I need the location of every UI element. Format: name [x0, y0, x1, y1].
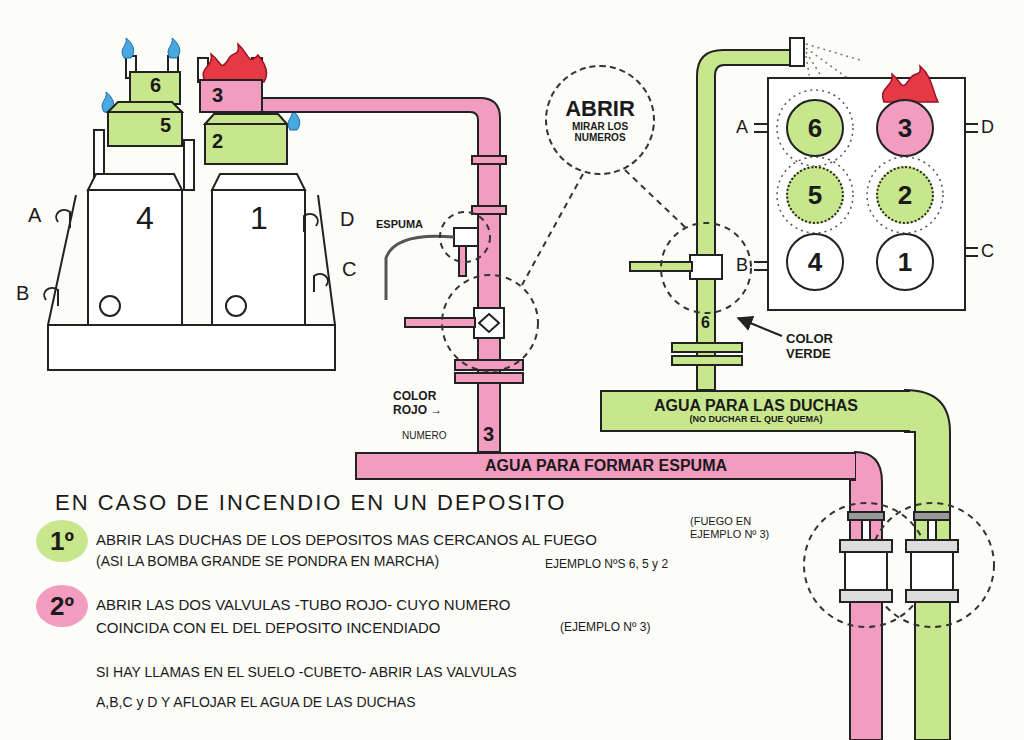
example-note: (EJEMPLO Nº 3)	[560, 621, 650, 635]
callout-circles	[440, 170, 994, 627]
note-label: COLOR ROJO →	[393, 390, 457, 418]
shower-pipe	[630, 38, 950, 740]
tank-number: 3	[212, 84, 223, 107]
tank-circle: 1	[876, 233, 934, 291]
main-valves	[840, 512, 958, 602]
valve-letter: A	[28, 204, 41, 227]
node-text: ABRIR	[565, 97, 635, 121]
instruction-text: COINCIDA CON EL DEL DEPOSITO INCENDIADO	[96, 619, 441, 636]
instruction-text: A,B,C y D Y AFLOJAR EL AGUA DE LAS DUCHA…	[96, 694, 416, 710]
node-text: 1º	[50, 527, 74, 556]
node-text: 5	[808, 181, 822, 210]
node-text: 2	[898, 181, 912, 210]
callout-circle: ABRIRMIRAR LOS NUMEROS	[545, 65, 655, 175]
pipe-band: AGUA PARA LAS DUCHAS(NO DUCHAR EL QUE QU…	[600, 390, 910, 432]
valve-letter: C	[981, 241, 994, 262]
shower-reach-circles	[777, 90, 943, 233]
instruction-text: SI HAY LLAMAS EN EL SUELO -CUBETO- ABRIR…	[96, 664, 517, 680]
step-badge: 2º	[36, 585, 88, 627]
valve-letter: D	[340, 208, 354, 231]
instruction-text: ABRIR LAS DOS VALVULAS -TUBO ROJO- CUYO …	[96, 596, 511, 613]
node-text: 1	[898, 248, 912, 277]
tank-number: 2	[212, 130, 223, 153]
tank-number: 6	[150, 74, 161, 97]
tank-number: 5	[160, 114, 171, 137]
pipe-label: ESPUMA	[376, 218, 423, 231]
node-subtext: MIRAR LOS NUMEROS	[560, 121, 640, 143]
note-label: COLOR VERDE	[786, 332, 862, 362]
tank-farm	[44, 38, 335, 370]
node-subtext: (NO DUCHAR EL QUE QUEMA)	[690, 415, 823, 425]
pipe-number: 3	[483, 423, 494, 446]
diagram-title: EN CASO DE INCENDIO EN UN DEPOSITO	[55, 490, 566, 515]
node-text: AGUA PARA LAS DUCHAS	[654, 397, 858, 415]
pipe-band: AGUA PARA FORMAR ESPUMA	[355, 452, 855, 480]
example-note: (FUEGO EN EJEMPLO Nº 3)	[690, 515, 774, 540]
valve-letter: B	[16, 282, 29, 305]
example-note: EJEMPLO NºS 6, 5 y 2	[545, 558, 668, 572]
tank-number: 4	[136, 200, 154, 237]
tank-circle: 3	[876, 99, 934, 157]
instruction-text: (ASI LA BOMBA GRANDE SE PONDRA EN MARCHA…	[96, 553, 439, 569]
tank-circle: 5	[786, 166, 844, 224]
note-label: NUMERO	[402, 430, 446, 442]
node-text: 2º	[50, 592, 74, 621]
tank-circle: 2	[876, 166, 934, 224]
node-text: 4	[808, 248, 822, 277]
tank-circle: 6	[786, 99, 844, 157]
valve-letter: D	[981, 117, 994, 138]
tank-circle: 4	[786, 233, 844, 291]
valve-letter: C	[342, 258, 356, 281]
node-text: AGUA PARA FORMAR ESPUMA	[485, 457, 727, 475]
tank-plan	[754, 66, 978, 310]
pointer-arrow	[738, 318, 782, 336]
valve-letter: B	[736, 255, 748, 276]
foam-pipe	[262, 98, 882, 740]
node-text: 6	[808, 114, 822, 143]
pipe-number: 6	[701, 314, 710, 332]
instruction-text: ABRIR LAS DUCHAS DE LOS DEPOSITOS MAS CE…	[96, 531, 597, 548]
valve-letter: A	[736, 117, 748, 138]
tank-number: 1	[250, 200, 268, 237]
node-text: 3	[898, 114, 912, 143]
step-badge: 1º	[36, 520, 88, 562]
